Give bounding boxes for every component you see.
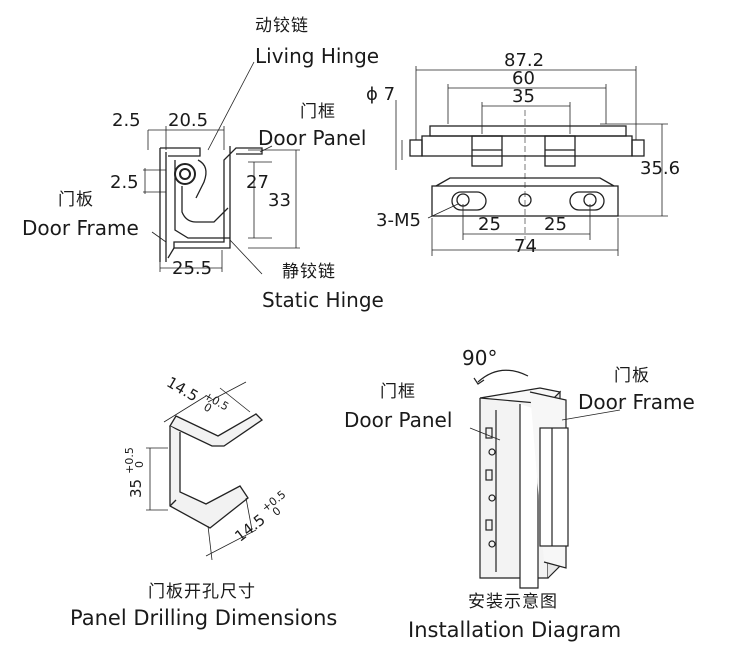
static-hinge-cn-label: 静铰链	[282, 262, 336, 282]
dim-2-5-left: 2.5	[110, 172, 139, 193]
dim-33: 33	[268, 190, 291, 211]
door-frame-en-label-left: Door Frame	[22, 216, 139, 240]
front-view	[395, 66, 668, 256]
door-frame-cn-label-install: 门板	[614, 366, 650, 386]
living-hinge-en-label: Living Hinge	[255, 44, 380, 68]
drill-dim-side: 35 +0.5 0	[123, 435, 146, 498]
door-frame-cn-label-left: 门板	[58, 190, 94, 210]
angle-label: 90°	[462, 346, 498, 370]
drilling-view	[146, 381, 264, 561]
dim-74: 74	[514, 236, 537, 257]
static-hinge-en-label: Static Hinge	[262, 288, 384, 312]
drill-side-value: 35	[127, 478, 145, 498]
living-hinge-cn-label: 动铰链	[255, 16, 309, 36]
dim-35-6: 35.6	[640, 158, 681, 179]
side-view	[143, 61, 300, 275]
drilling-caption-cn: 门板开孔尺寸	[148, 582, 256, 602]
dim-25-5: 25.5	[172, 258, 213, 279]
door-frame-en-label-install: Door Frame	[578, 390, 695, 414]
door-panel-cn-label-top: 门框	[300, 102, 336, 122]
dim-20-5: 20.5	[168, 110, 209, 131]
dim-60: 60	[512, 68, 535, 89]
door-panel-en-label-top: Door Panel	[258, 126, 367, 150]
installation-view	[469, 369, 621, 589]
dim-2-5-top: 2.5	[112, 110, 141, 131]
install-caption-cn: 安装示意图	[468, 592, 558, 612]
install-caption-en: Installation Diagram	[408, 618, 622, 642]
drill-top-tol-zero: 0	[201, 400, 214, 416]
dim-25-a: 25	[478, 214, 501, 235]
dim-27: 27	[246, 172, 269, 193]
drilling-caption-en: Panel Drilling Dimensions	[70, 606, 338, 630]
dim-35: 35	[512, 86, 535, 107]
dim-87-2: 87.2	[504, 50, 545, 71]
dim-25-b: 25	[544, 214, 567, 235]
drill-side-tol-zero: 0	[133, 461, 146, 468]
door-panel-en-label-install: Door Panel	[344, 408, 453, 432]
dim-3-m5: 3-M5	[376, 210, 421, 231]
dim-phi-7: ϕ 7	[366, 84, 396, 105]
door-panel-cn-label-install: 门框	[380, 382, 416, 402]
